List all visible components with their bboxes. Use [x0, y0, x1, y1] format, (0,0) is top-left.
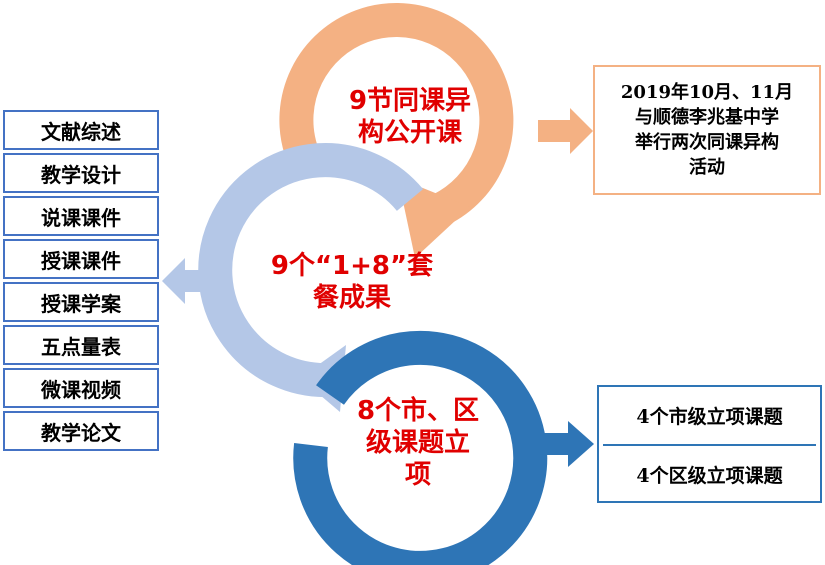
arrow-to-left-list [162, 258, 215, 304]
middle-circle-label: 9个“1+8”套 餐成果 [270, 251, 434, 313]
list-item: 4个区级立项课题 [636, 465, 783, 487]
list-item: 微课视频 [3, 368, 159, 408]
list-item: 授课学案 [3, 282, 159, 322]
list-item: 文献综述 [3, 110, 159, 150]
list-item: 说课课件 [3, 196, 159, 236]
activity-box: 2019年10月、11月 与顺德李兆基中学 举行两次同课异构 活动 [593, 65, 821, 195]
list-item: 教学设计 [3, 153, 159, 193]
top-ring-arrow [279, 3, 514, 258]
arrow-to-right-list [540, 421, 594, 467]
projects-list: 4个市级立项课题 4个区级立项课题 [597, 385, 822, 503]
list-item: 授课课件 [3, 239, 159, 279]
top-circle-label: 9节同课异 构公开课 [348, 86, 472, 148]
divider [603, 444, 816, 446]
arrow-to-top-box [538, 108, 593, 154]
bottom-ring-arrow [293, 330, 548, 565]
list-item: 4个市级立项课题 [636, 406, 783, 428]
list-item: 教学论文 [3, 411, 159, 451]
list-item: 五点量表 [3, 325, 159, 365]
outputs-list: 文献综述 教学设计 说课课件 授课课件 授课学案 五点量表 微课视频 教学论文 [3, 110, 159, 454]
bottom-circle-label: 8个市、区 级课题立 项 [356, 396, 480, 490]
